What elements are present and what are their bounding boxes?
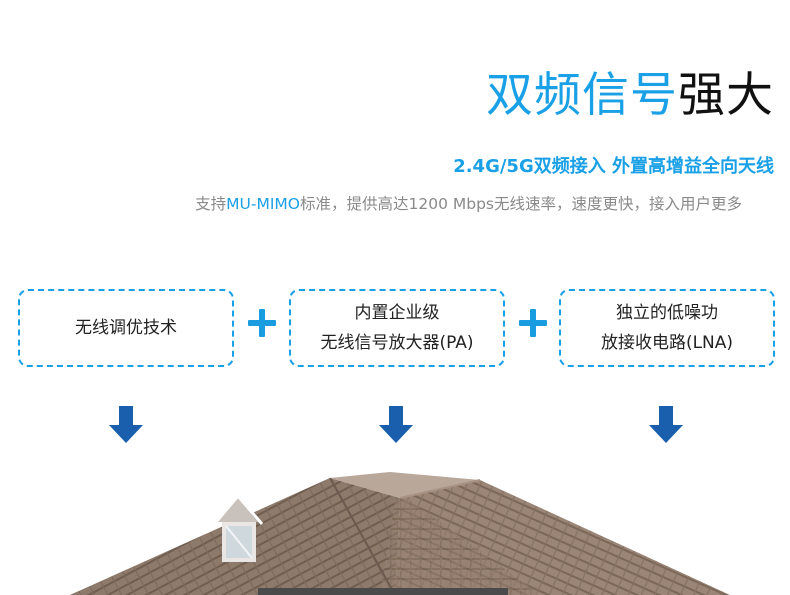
house-roof-image bbox=[70, 472, 730, 595]
feature-text: 无线调优技术 bbox=[75, 318, 177, 338]
plus-icon bbox=[516, 306, 550, 340]
feature-text: 放接收电路(LNA) bbox=[600, 333, 734, 353]
description-prefix: 支持 bbox=[195, 195, 227, 213]
headline: 双频信号强大 bbox=[486, 66, 774, 126]
feature-text: 无线信号放大器(PA) bbox=[320, 333, 474, 353]
subtitle: 2.4G/5G双频接入 外置高增益全向天线 bbox=[453, 156, 774, 177]
headline-rest: 强大 bbox=[678, 68, 774, 123]
plus-icon bbox=[245, 306, 279, 340]
feature-box-pa: 内置企业级 无线信号放大器(PA) bbox=[289, 289, 505, 367]
feature-box-lna: 独立的低噪功 放接收电路(LNA) bbox=[559, 289, 775, 367]
description: 支持MU-MIMO标准，提供高达1200 Mbps无线速率，速度更快，接入用户更… bbox=[195, 192, 742, 214]
description-highlight: MU-MIMO bbox=[226, 195, 300, 213]
description-suffix: 标准，提供高达1200 Mbps无线速率，速度更快，接入用户更多 bbox=[299, 195, 742, 213]
headline-highlight: 双频信号 bbox=[486, 68, 678, 123]
arrow-down-icon bbox=[379, 406, 413, 443]
arrow-down-icon bbox=[649, 406, 683, 443]
feature-box-tuning: 无线调优技术 bbox=[18, 289, 234, 367]
arrow-down-icon bbox=[109, 406, 143, 443]
feature-text: 独立的低噪功 bbox=[616, 303, 718, 323]
feature-text: 内置企业级 bbox=[354, 303, 440, 323]
